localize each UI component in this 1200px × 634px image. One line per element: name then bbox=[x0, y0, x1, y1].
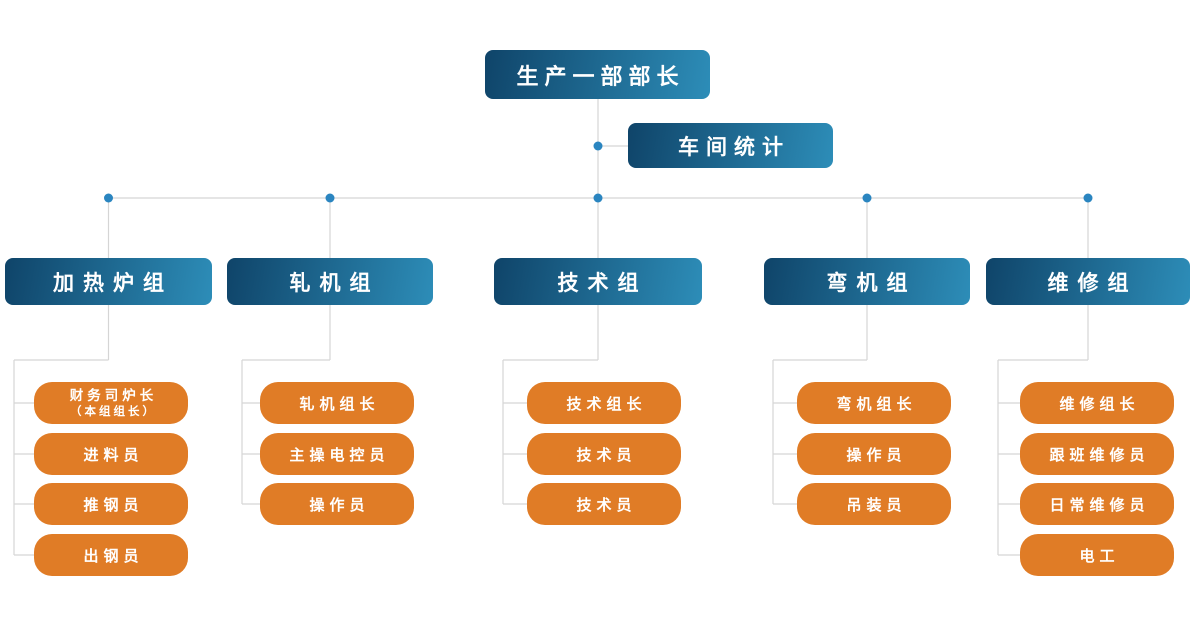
member-node-sublabel: （本组组长） bbox=[70, 403, 157, 418]
root-node: 生产一部部长 bbox=[485, 50, 710, 99]
member-node: 主操电控员 bbox=[260, 433, 414, 475]
member-node: 维修组长 bbox=[1020, 382, 1174, 424]
member-node: 操作员 bbox=[260, 483, 414, 525]
junction-dot bbox=[593, 193, 603, 203]
member-node: 出钢员 bbox=[34, 534, 188, 576]
group-header-label: 维修组 bbox=[1047, 270, 1138, 295]
junction-dot bbox=[325, 193, 335, 203]
member-node-label: 跟班维修员 bbox=[1049, 445, 1150, 464]
member-node-label: 出钢员 bbox=[83, 546, 144, 565]
member-node: 进料员 bbox=[34, 433, 188, 475]
group-header: 加热炉组 bbox=[5, 258, 212, 305]
member-node: 吊装员 bbox=[797, 483, 951, 525]
member-node-label: 维修组长 bbox=[1059, 394, 1140, 413]
group-header: 维修组 bbox=[986, 258, 1190, 305]
member-node-label: 技术组长 bbox=[566, 394, 647, 413]
group-header-label: 加热炉组 bbox=[53, 270, 173, 295]
member-node-label: 推钢员 bbox=[83, 495, 144, 514]
member-node-label: 技术员 bbox=[576, 445, 637, 464]
member-node-label: 技术员 bbox=[576, 495, 637, 514]
group-header-label: 弯机组 bbox=[826, 270, 917, 295]
member-node-label: 弯机组长 bbox=[836, 394, 917, 413]
junction-dot bbox=[593, 141, 603, 151]
group-header-label: 技术组 bbox=[557, 270, 648, 295]
member-node-label: 日常维修员 bbox=[1049, 495, 1150, 514]
member-node-label: 轧机组长 bbox=[299, 394, 380, 413]
group-header-label: 轧机组 bbox=[289, 270, 380, 295]
member-node-label: 操作员 bbox=[846, 445, 907, 464]
staff-node-label: 车间统计 bbox=[678, 134, 790, 159]
junction-dot bbox=[862, 193, 872, 203]
member-node: 操作员 bbox=[797, 433, 951, 475]
member-node-label: 电工 bbox=[1079, 546, 1120, 565]
group-header: 轧机组 bbox=[227, 258, 433, 305]
junction-dot bbox=[1083, 193, 1093, 203]
member-node: 弯机组长 bbox=[797, 382, 951, 424]
member-node-label: 吊装员 bbox=[846, 495, 907, 514]
member-node-label: 财务司炉长 bbox=[69, 387, 158, 404]
member-node: 推钢员 bbox=[34, 483, 188, 525]
member-node: 跟班维修员 bbox=[1020, 433, 1174, 475]
member-node: 财务司炉长（本组组长） bbox=[34, 382, 188, 424]
member-node-label: 主操电控员 bbox=[289, 445, 390, 464]
group-header: 技术组 bbox=[494, 258, 702, 305]
staff-node: 车间统计 bbox=[628, 123, 833, 168]
member-node: 日常维修员 bbox=[1020, 483, 1174, 525]
junction-dot bbox=[104, 193, 113, 203]
member-node: 技术员 bbox=[527, 483, 681, 525]
member-node: 技术员 bbox=[527, 433, 681, 475]
member-node: 轧机组长 bbox=[260, 382, 414, 424]
group-header: 弯机组 bbox=[764, 258, 970, 305]
root-node-label: 生产一部部长 bbox=[516, 64, 685, 90]
member-node: 电工 bbox=[1020, 534, 1174, 576]
member-node-label: 进料员 bbox=[83, 445, 144, 464]
member-node-label: 操作员 bbox=[309, 495, 370, 514]
member-node: 技术组长 bbox=[527, 382, 681, 424]
